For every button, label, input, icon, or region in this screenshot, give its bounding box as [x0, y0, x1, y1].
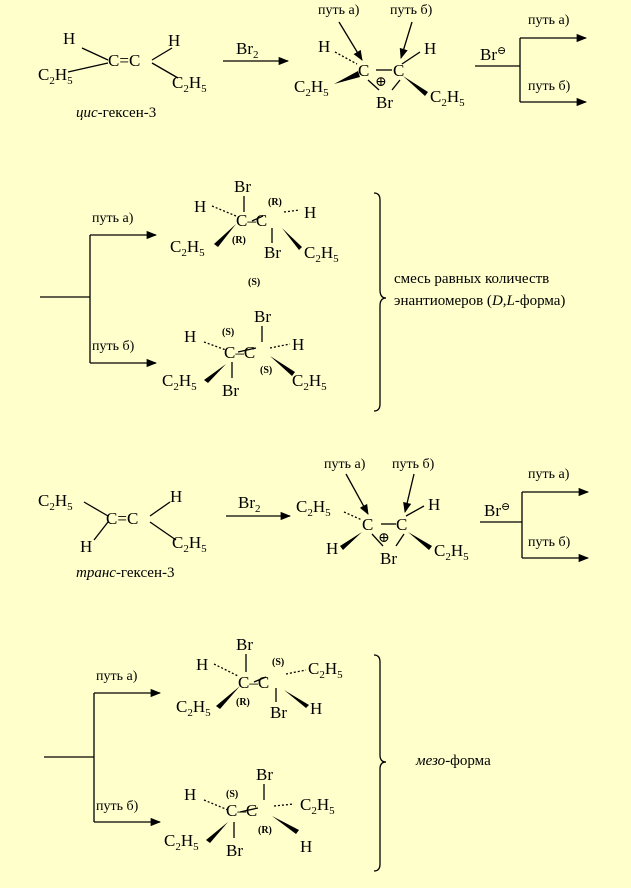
ethyl-group: C2H5: [172, 533, 207, 555]
label-path-a: путь а): [528, 467, 570, 482]
label-path-b: путь б): [528, 535, 571, 550]
bond-c-h-1: [401, 51, 421, 65]
label-path-a: путь а): [92, 211, 134, 226]
arrow-path-b-1: [399, 21, 413, 59]
atom-br: Br: [256, 765, 273, 784]
bond-c2-et: [151, 62, 179, 79]
config-s: (S): [222, 327, 235, 338]
atom-br: Br: [234, 177, 251, 196]
ethyl-group: C2H5: [162, 371, 197, 393]
ethyl-group: C2H5: [296, 497, 331, 519]
config-r: (R): [232, 235, 246, 246]
compound-name-trans: транс-гексен-3: [76, 565, 175, 581]
config-r: (R): [268, 197, 282, 208]
atom-h: H: [424, 39, 437, 58]
bond-c2-h: [151, 47, 173, 61]
ethyl-group: C2H5: [172, 73, 207, 95]
result-text-meso: мезо-форма: [416, 753, 491, 769]
bond-h-c1: [81, 47, 109, 61]
atom-h: H: [196, 655, 209, 674]
reagent-br2: Br2: [238, 493, 261, 515]
arrow-path-a-1: [338, 21, 363, 61]
atom-h: H: [428, 495, 441, 514]
atom-br: Br: [254, 307, 271, 326]
label-path-b: путь б): [392, 457, 435, 472]
config-r: (R): [236, 697, 250, 708]
atom-br: Br: [264, 243, 281, 262]
atom-br: Br: [236, 635, 253, 654]
atom-c: C–C: [236, 211, 268, 230]
atom-c: C: [396, 515, 408, 534]
bond-et-c1: [67, 62, 109, 73]
label-path-b: путь б): [390, 3, 433, 18]
alkene-core: C=C: [106, 509, 139, 528]
label-path-a: путь а): [96, 669, 138, 684]
config-s: (S): [260, 365, 273, 376]
reagent-br-anion: Br⊖: [484, 501, 511, 520]
ethyl-group: C2H5: [304, 243, 339, 265]
label-path-a: путь а): [528, 13, 570, 28]
atom-br: Br: [226, 841, 243, 860]
atom-c: C: [358, 61, 370, 80]
ethyl-group: C2H5: [176, 697, 211, 719]
charge-plus: ⊕: [378, 531, 390, 546]
config-r: (R): [258, 825, 272, 836]
label-path-b: путь б): [528, 79, 571, 94]
label-path-a: путь а): [318, 3, 360, 18]
atom-c: C: [362, 515, 374, 534]
ethyl-group: C2H5: [170, 237, 205, 259]
atom-br: Br: [380, 549, 397, 568]
wedge-et-2: [403, 76, 428, 96]
atom-h: H: [318, 37, 331, 56]
bond-c-br-left-1: [367, 79, 380, 91]
atom-h: H: [326, 539, 339, 558]
ethyl-group: C2H5: [300, 795, 335, 817]
atom-h: H: [63, 29, 76, 48]
reagent-br2: Br2: [236, 39, 259, 61]
ethyl-group: C2H5: [164, 831, 199, 853]
result-text-line2: энантиомеров (D,L-форма): [394, 293, 566, 309]
atom-c: C: [393, 61, 405, 80]
ethyl-group: C2H5: [38, 491, 73, 513]
result-text-line1: смесь равных количеств: [394, 271, 550, 287]
atom-br: Br: [222, 381, 239, 400]
wedge-et-1: [334, 71, 360, 84]
alkene-core: C=C: [108, 51, 141, 70]
label-path-b: путь б): [92, 339, 135, 354]
ethyl-group: C2H5: [292, 371, 327, 393]
atom-br: Br: [376, 93, 393, 112]
bond-h-hashed-1: [334, 51, 358, 65]
atom-c: C–C: [226, 801, 258, 820]
atom-c: C–C: [224, 343, 256, 362]
atom-h: H: [304, 203, 317, 222]
ethyl-group: C2H5: [434, 541, 469, 563]
atom-c: C–C: [238, 673, 270, 692]
compound-name-cis: цис-гексен-3: [76, 105, 157, 121]
atom-h: H: [292, 335, 305, 354]
label-path-a: путь а): [324, 457, 366, 472]
config-s: (S): [226, 789, 239, 800]
bond-c-br-right-1: [391, 79, 401, 91]
atom-h: H: [170, 487, 183, 506]
ethyl-group: C2H5: [294, 77, 329, 99]
atom-h: H: [80, 537, 93, 556]
reagent-br-anion: Br⊖: [480, 45, 507, 64]
atom-h: H: [184, 327, 197, 346]
ethyl-group: C2H5: [430, 87, 465, 109]
ethyl-group: C2H5: [308, 659, 343, 681]
config-s-center: (S): [248, 277, 261, 288]
atom-br: Br: [270, 703, 287, 722]
atom-h: H: [168, 31, 181, 50]
charge-plus: ⊕: [375, 75, 387, 90]
config-s: (S): [272, 657, 285, 668]
atom-h: H: [300, 837, 313, 856]
atom-h: H: [194, 197, 207, 216]
atom-h: H: [310, 699, 323, 718]
label-path-b: путь б): [96, 799, 139, 814]
atom-h: H: [184, 785, 197, 804]
ethyl-group: C2H5: [38, 65, 73, 87]
